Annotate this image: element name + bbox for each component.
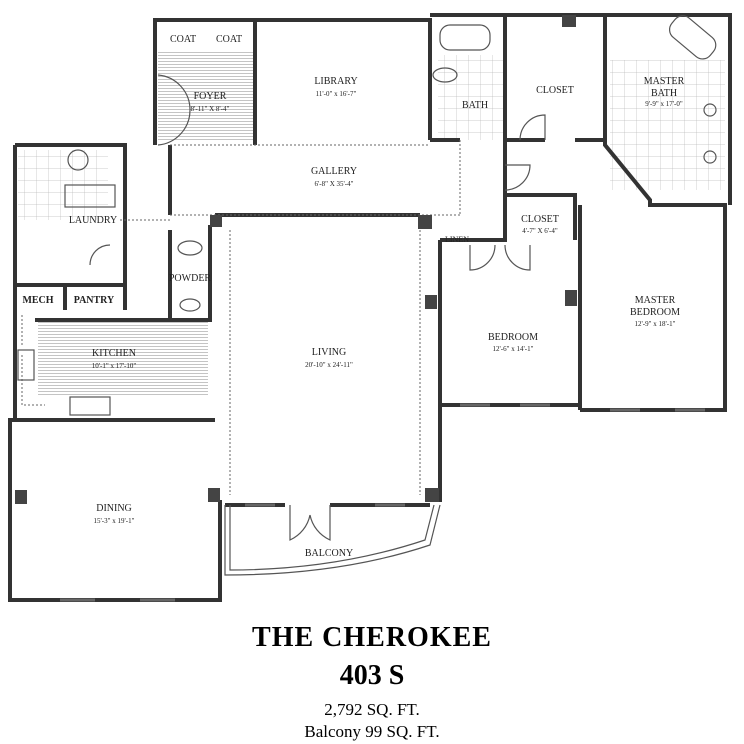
doors (89, 74, 546, 541)
washer-icon (67, 149, 89, 171)
foyer-floor (158, 50, 253, 142)
master-bedroom-size: 12'-9" x 18'-1" (635, 320, 676, 328)
room-mech: MECH (22, 295, 53, 306)
balcony-railing-inner (229, 504, 435, 571)
room-gallery: GALLERY (311, 166, 357, 177)
columns (15, 15, 577, 504)
floor-plan: COAT COAT FOYER 8'-11" X 8'-4" LIBRARY 1… (8, 13, 732, 602)
dashed-openings (21, 140, 461, 495)
balcony-railing (224, 504, 441, 576)
toilet-icon (432, 67, 458, 83)
room-master-bath: MASTER (644, 76, 685, 87)
room-foyer: FOYER (194, 91, 227, 102)
gallery-size: 6'-8" X 35'-4" (315, 180, 354, 188)
room-linen: LINEN (445, 235, 469, 244)
closet-bed-size: 4'-7" X 6'-4" (522, 227, 558, 235)
room-bedroom: BEDROOM (488, 332, 538, 343)
room-laundry: LAUNDRY (69, 215, 117, 226)
kitchen-sink-icon (69, 396, 111, 416)
room-master-bedroom: MASTER (635, 295, 676, 306)
room-kitchen: KITCHEN (92, 348, 136, 359)
sink-icon (703, 150, 717, 164)
room-master-bath-2: BATH (651, 88, 677, 99)
room-powder: POWDER (169, 273, 212, 284)
balcony-square-footage: Balcony 99 SQ. FT. (304, 722, 440, 741)
room-coat-2: COAT (216, 34, 242, 45)
toilet-icon (177, 240, 203, 256)
master-bath-floor (610, 60, 725, 190)
bath-floor (438, 55, 503, 140)
foyer-size: 8'-11" X 8'-4" (191, 105, 230, 113)
room-living: LIVING (312, 347, 346, 358)
bathtub-icon (668, 15, 717, 60)
windows (60, 403, 705, 602)
room-master-bedroom-2: BEDROOM (630, 307, 680, 318)
dryer-icon (64, 184, 116, 208)
master-bath-size: 9'-9" x 17'-0" (645, 100, 683, 108)
square-footage: 2,792 SQ. FT. (324, 700, 420, 719)
room-balcony: BALCONY (305, 548, 353, 559)
room-closet: CLOSET (536, 85, 574, 96)
kitchen-size: 10'-1" x 17'-10" (92, 362, 137, 370)
kitchen-floor (38, 322, 208, 397)
room-pantry: PANTRY (74, 295, 115, 306)
plan-title: THE CHEROKEE (252, 622, 492, 653)
living-size: 20'-10" x 24'-11" (305, 361, 353, 369)
room-closet-bed: CLOSET (521, 214, 559, 225)
stove-icon (17, 349, 35, 381)
bedroom-size: 12'-6" x 14'-1" (493, 345, 534, 353)
fixtures (17, 15, 717, 416)
unit-number: 403 S (339, 660, 405, 691)
walls (8, 13, 732, 602)
sink-icon (179, 298, 201, 312)
dining-size: 15'-3" x 19'-1" (94, 517, 135, 525)
library-size: 11'-0" x 16'-7" (316, 90, 357, 98)
room-bath: BATH (462, 100, 488, 111)
sink-icon (703, 103, 717, 117)
room-coat-1: COAT (170, 34, 196, 45)
room-dining: DINING (96, 503, 132, 514)
room-library: LIBRARY (314, 76, 357, 87)
bathtub-icon (439, 24, 491, 51)
